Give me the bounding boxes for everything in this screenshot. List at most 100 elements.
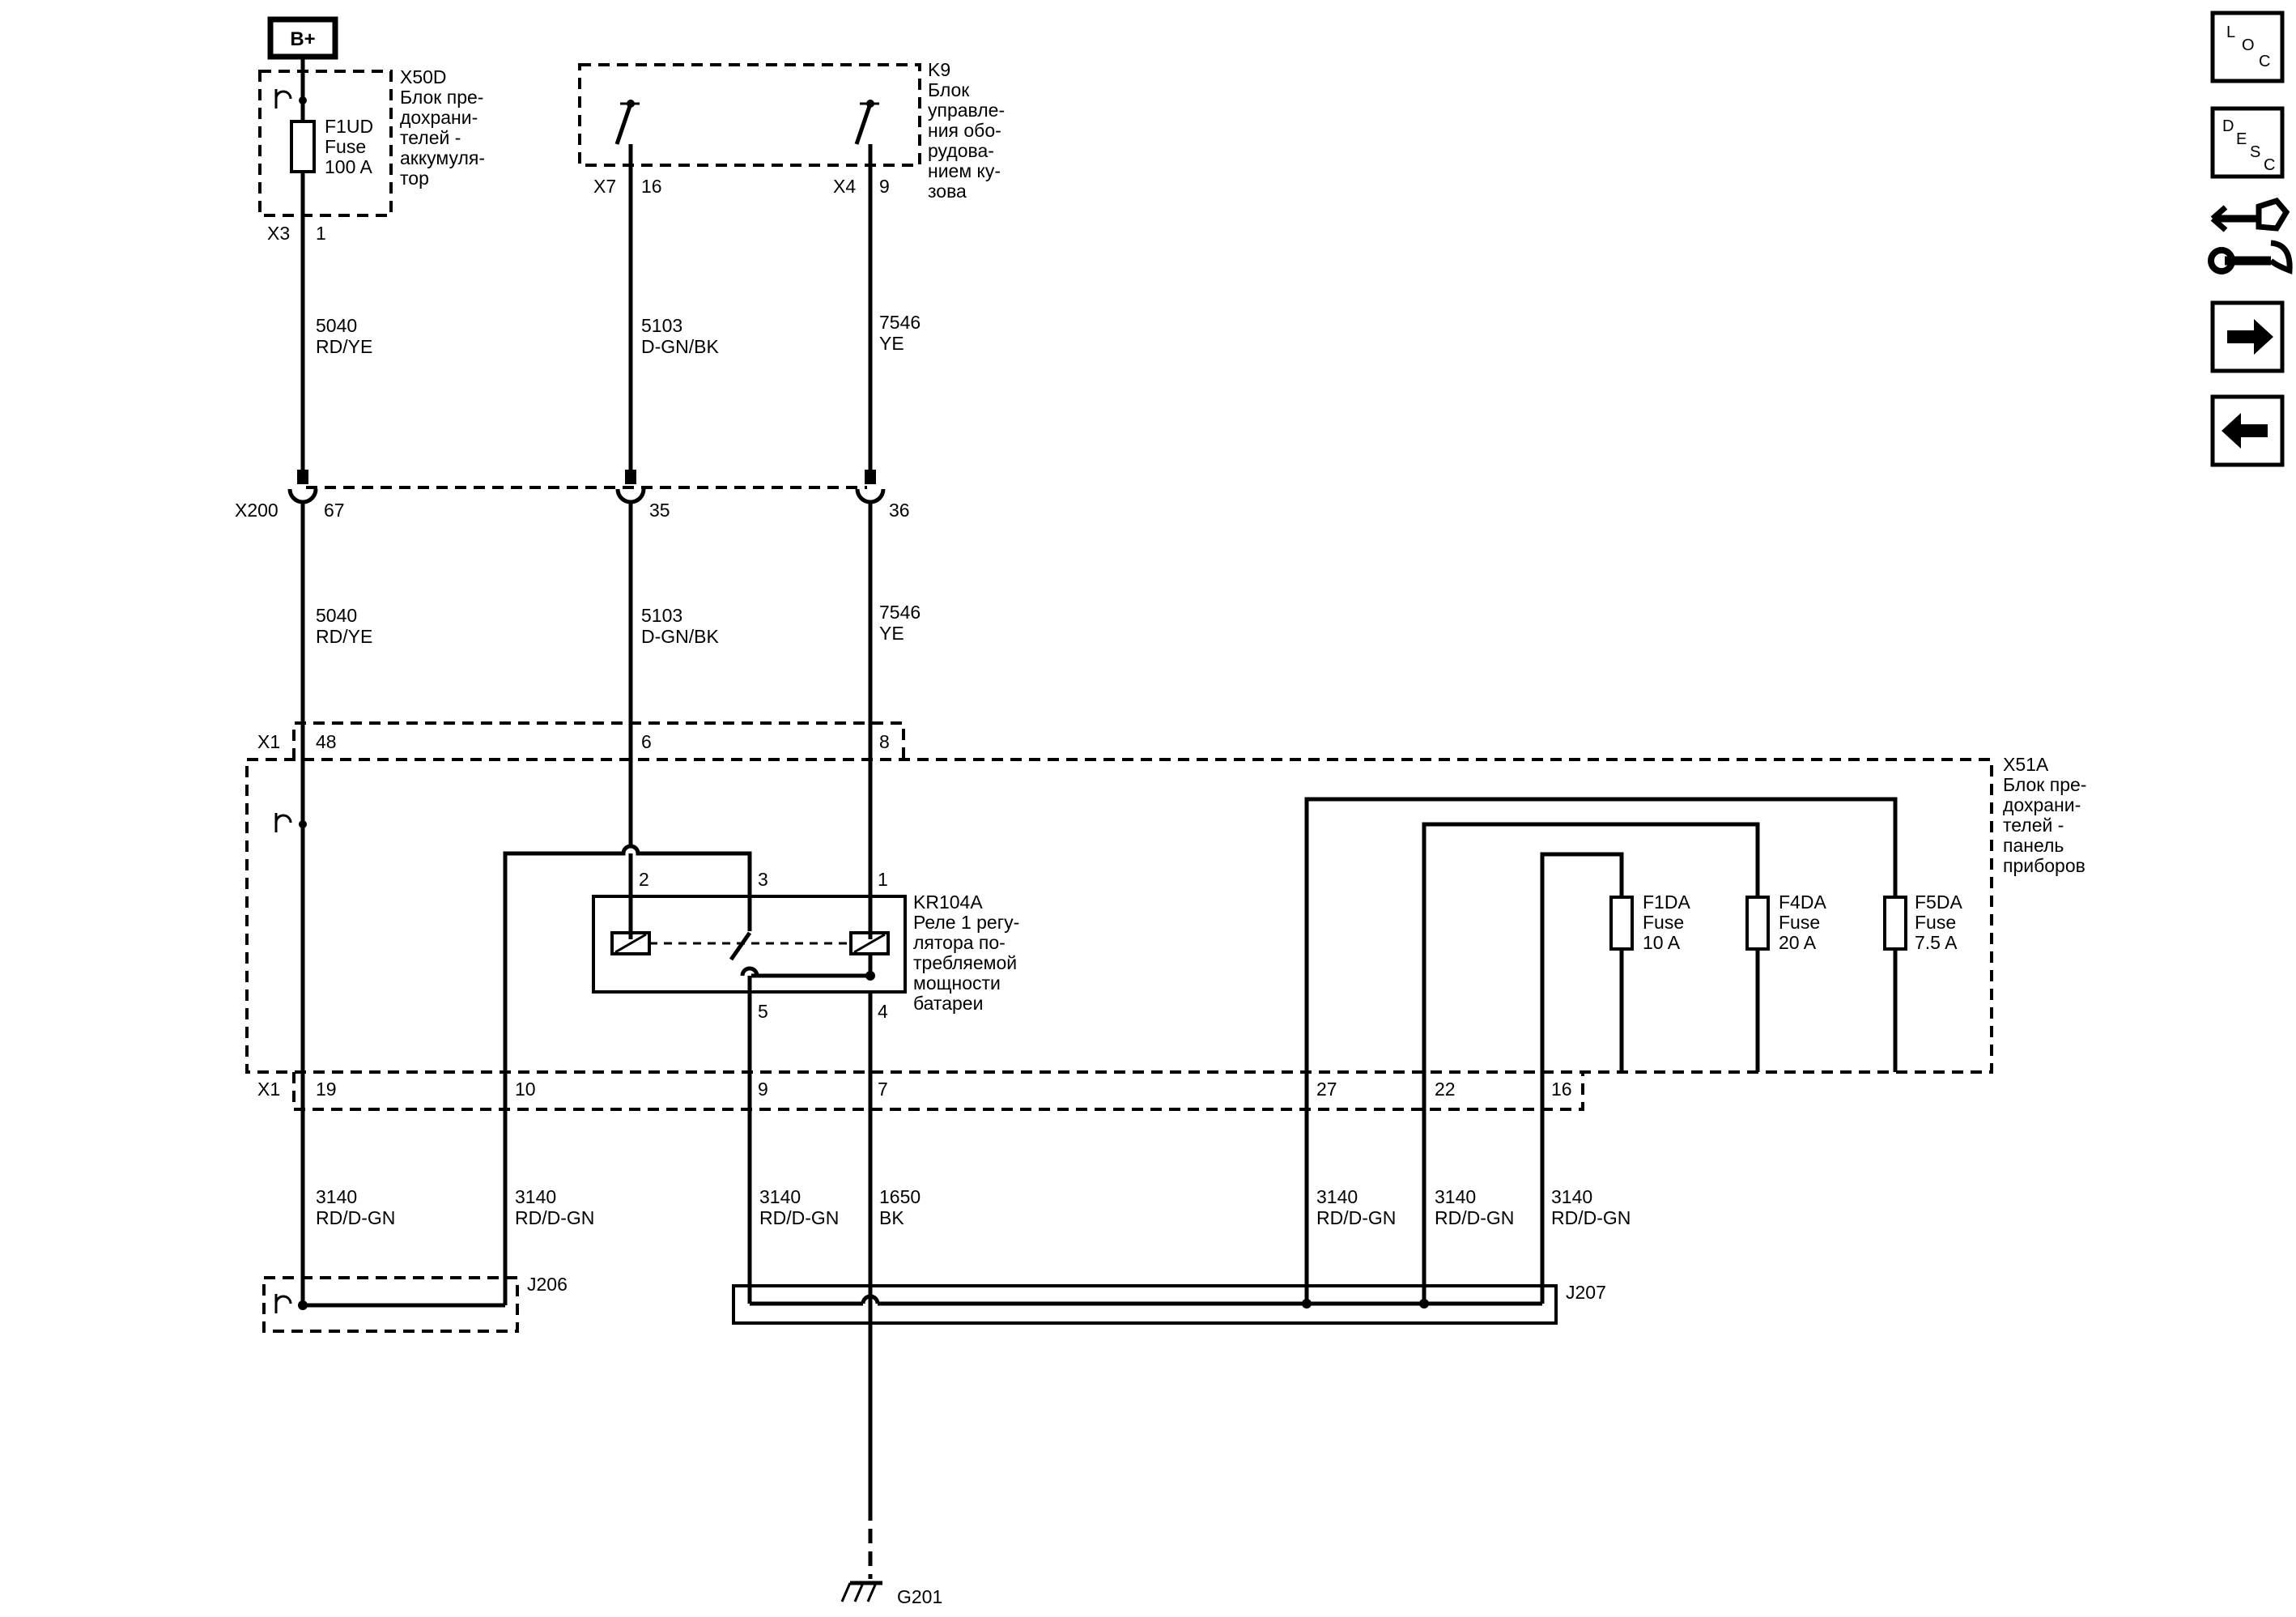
relay-name: KR104A [913,891,983,913]
loc-button[interactable]: L O C [2210,11,2285,83]
relay-pin-5: 5 [758,1001,768,1022]
loc-letter-2: O [2242,36,2255,54]
x1-bottom-pin-22: 22 [1435,1079,1456,1100]
x200-pin-67: 67 [324,500,345,521]
wire-bottom-6-circuit: 3140 [1551,1186,1592,1207]
k9-desc-5: нием ку- [928,160,1001,181]
k9-desc-2: управле- [928,100,1005,121]
fuse-f1ud-label-1: F1UD [325,116,373,137]
x1-top-pin-48: 48 [316,731,337,752]
desc-letter-2: E [2236,130,2247,148]
x1-bottom-pin-9: 9 [758,1079,768,1100]
wire-bottom-2-color: RD/D-GN [759,1207,839,1228]
x1-bottom-pin-10: 10 [515,1079,536,1100]
k9-conn-right: X4 [833,176,856,197]
wire-mid-1-color: D-GN/BK [641,626,720,647]
desc-letter-3: S [2250,143,2260,161]
wire-mid-2-color: YE [879,623,904,644]
wire-top-1-circuit: 5103 [641,315,682,336]
x50d-desc-5: тор [400,168,429,189]
k9-desc-6: зова [928,181,967,202]
fuse-f1da-label-2: Fuse [1643,912,1684,933]
relay-kr104a: 2 3 1 5 4 KR104A Реле 1 регу- лятора по-… [592,869,1019,1022]
fuse-f1ud-label-3: 100 A [325,156,372,177]
wire-bottom-4-color: RD/D-GN [1316,1207,1396,1228]
k9-desc-1: Блок [928,79,970,100]
x1-top-name: X1 [257,731,280,752]
desc-button[interactable]: D E S C [2210,106,2285,179]
x50d-desc-3: телей - [400,127,461,148]
fuse-f4da-label-1: F4DA [1779,891,1826,913]
fuse-f4da: F4DA Fuse 20 A [1745,891,1826,1072]
wire-bottom-0-color: RD/D-GN [316,1207,395,1228]
k9-pin-right: 9 [879,176,890,197]
wire-top-1-color: D-GN/BK [641,336,720,357]
wire-top-0-circuit: 5040 [316,315,357,336]
relay-desc-2: лятора по- [913,932,1006,953]
x51a-desc-1: Блок пре- [2003,774,2086,795]
wire-bottom-1-circuit: 3140 [515,1186,556,1207]
fuse-f1ud-label-2: Fuse [325,136,366,157]
wire-bottom-2-circuit: 3140 [759,1186,801,1207]
x200-pin-36: 36 [889,500,910,521]
x200-pin-35: 35 [649,500,670,521]
wire-mid-0-circuit: 5040 [316,605,357,626]
next-button[interactable] [2210,300,2285,373]
fuse-f1ud-symbol [290,120,316,173]
x51a-desc-2: дохрани- [2003,794,2081,815]
k9-conn-left: X7 [593,176,616,197]
wire-mid-0-color: RD/YE [316,626,372,647]
wire-bottom-1-color: RD/D-GN [515,1207,594,1228]
x1-bottom-pin-16: 16 [1551,1079,1572,1100]
x1-top-pin-6: 6 [641,731,652,752]
relay-desc-1: Реле 1 регу- [913,912,1019,933]
wire-bottom-0-circuit: 3140 [316,1186,357,1207]
splice-j206-label: J206 [527,1274,568,1295]
arrow-right-icon [2227,319,2273,355]
connector-tools-button[interactable] [2208,197,2293,274]
relay-desc-4: мощности [913,972,1001,994]
wire-bottom-4-circuit: 3140 [1316,1186,1358,1207]
relay-desc-5: батареи [913,993,983,1014]
fuse-f5da-label-3: 7.5 A [1915,932,1958,953]
x1-bottom-pin-19: 19 [316,1079,337,1100]
fuse-f1da: F1DA Fuse 10 A [1609,891,1690,1072]
x1-bottom-pin-27: 27 [1316,1079,1337,1100]
relay-pin-4: 4 [878,1001,888,1022]
x51a-fuse-block: X51A Блок пре- дохрани- телей - панель п… [245,754,2086,1074]
x200-connector: X200 67 35 36 [235,470,910,521]
wire-mid-2-circuit: 7546 [879,602,921,623]
wire-bottom-5-color: RD/D-GN [1435,1207,1514,1228]
wire-top-2-circuit: 7546 [879,312,921,333]
ground-label: G201 [897,1586,942,1607]
x50d-desc-1: Блок пре- [400,87,483,108]
x51a-desc-4: панель [2003,835,2064,856]
relay-pin-3: 3 [758,869,768,890]
ground-g201: G201 [840,1581,942,1607]
power-source-b-plus: B+ [267,16,338,60]
power-source-label: B+ [290,28,315,50]
loc-letter-1: L [2226,23,2235,41]
fuse-f5da-label-1: F5DA [1915,891,1962,913]
fuse-f4da-label-2: Fuse [1779,912,1820,933]
desc-letter-4: C [2264,156,2275,174]
k9-module: K9 Блок управле- ния обо- рудова- нием к… [578,59,1005,202]
x1-bottom-connector: X1 19 10 9 7 27 22 16 [257,1072,1584,1111]
splice-j207-label: J207 [1566,1282,1606,1303]
x51a-desc-3: телей - [2003,815,2064,836]
x1-top-pin-8: 8 [879,731,890,752]
relay-pin-1: 1 [878,869,888,890]
x51a-name: X51A [2003,754,2049,775]
x50d-desc-4: аккумуля- [400,147,485,168]
connector-wrench-icon [2208,197,2293,274]
x51a-desc-5: приборов [2003,855,2086,876]
x50d-desc-2: дохрани- [400,107,478,128]
splice-j206: J206 [262,1274,568,1333]
k9-pin-left: 16 [641,176,662,197]
back-button[interactable] [2210,394,2285,467]
fuse-f5da-label-2: Fuse [1915,912,1956,933]
x50d-pin: 1 [316,223,326,244]
fuse-f5da: F5DA Fuse 7.5 A [1883,891,1962,1072]
wire-top-0-color: RD/YE [316,336,372,357]
